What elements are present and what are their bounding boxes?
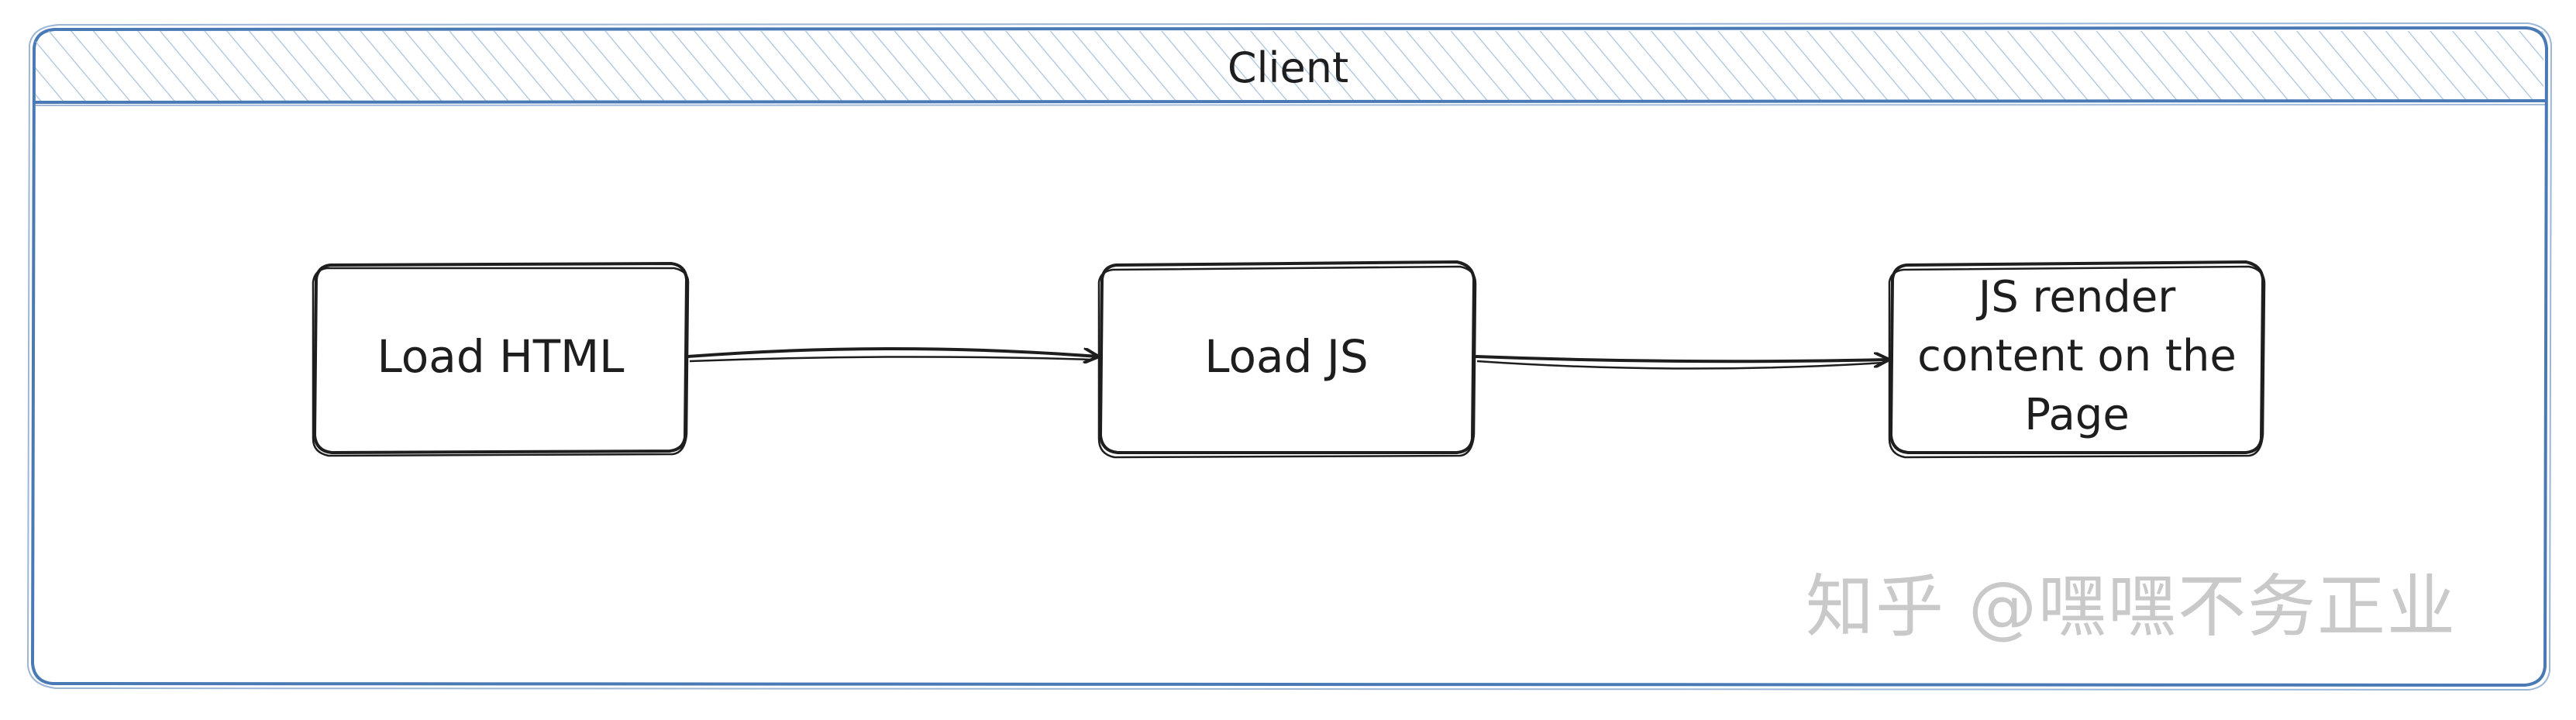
edge-load-html-to-load-js — [687, 347, 1097, 361]
node-label-load-js: Load JS — [1204, 330, 1369, 383]
frame-header-divider — [33, 99, 2547, 104]
node-label-js-render: JS render content on the Page — [1917, 272, 2237, 440]
node-label-load-html: Load HTML — [377, 330, 625, 383]
node-load-js — [1097, 260, 1477, 459]
edge-load-js-to-js-render — [1475, 357, 1888, 370]
frame-title: Client — [1227, 43, 1349, 92]
watermark: 知乎 @嘿嘿不务正业 — [1806, 567, 2457, 646]
node-load-html — [312, 261, 690, 457]
frame-header-hatch — [36, 31, 2543, 101]
node-js-render — [1888, 260, 2266, 459]
